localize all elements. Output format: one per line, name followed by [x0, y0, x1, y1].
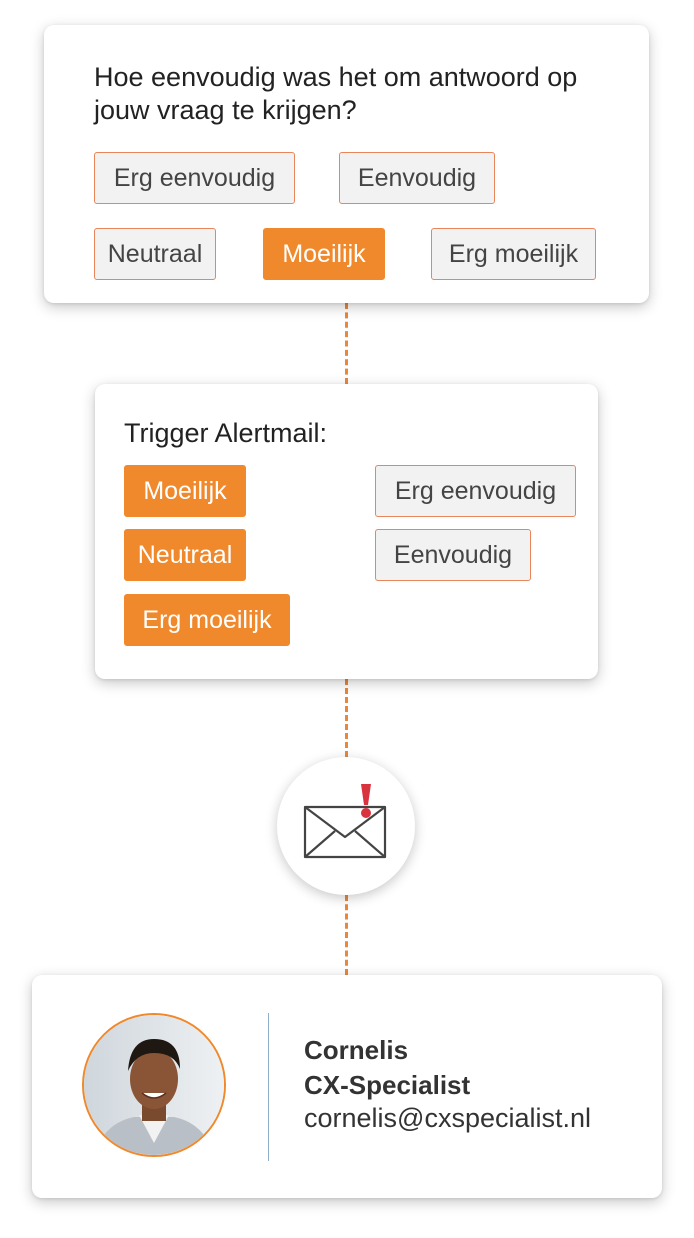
survey-card: Hoe eenvoudig was het om antwoord op jou… — [44, 25, 649, 303]
connector-line-2 — [345, 679, 348, 757]
trigger-neutraal[interactable]: Neutraal — [124, 529, 246, 581]
option-neutraal[interactable]: Neutraal — [94, 228, 216, 280]
avatar — [82, 1013, 226, 1157]
trigger-card: Trigger Alertmail: Moeilijk Neutraal Erg… — [95, 384, 598, 679]
contact-card: Cornelis CX-Specialist cornelis@cxspecia… — [32, 975, 662, 1198]
mail-alert-icon — [303, 784, 387, 859]
trigger-title: Trigger Alertmail: — [124, 418, 328, 448]
connector-line-3 — [345, 895, 348, 975]
trigger-moeilijk[interactable]: Moeilijk — [124, 465, 246, 517]
trigger-erg-moeilijk[interactable]: Erg moeilijk — [124, 594, 290, 646]
trigger-erg-eenvoudig[interactable]: Erg eenvoudig — [375, 465, 576, 517]
survey-question: Hoe eenvoudig was het om antwoord op jou… — [94, 62, 578, 125]
option-erg-eenvoudig[interactable]: Erg eenvoudig — [94, 152, 295, 204]
option-eenvoudig[interactable]: Eenvoudig — [339, 152, 495, 204]
contact-name: Cornelis — [304, 1035, 409, 1065]
trigger-eenvoudig[interactable]: Eenvoudig — [375, 529, 531, 581]
avatar-photo — [84, 1015, 224, 1155]
contact-email-link[interactable]: cornelis@cxspecialist.nl — [304, 1103, 592, 1133]
contact-role: CX-Specialist — [304, 1070, 471, 1100]
mail-alert-circle — [277, 757, 415, 895]
connector-line-1 — [345, 303, 348, 384]
option-erg-moeilijk[interactable]: Erg moeilijk — [431, 228, 596, 280]
contact-divider — [268, 1013, 269, 1161]
option-moeilijk[interactable]: Moeilijk — [263, 228, 385, 280]
